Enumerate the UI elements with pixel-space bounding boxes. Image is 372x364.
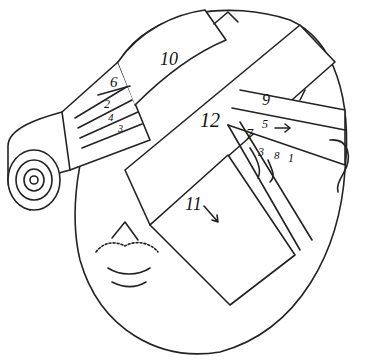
callout-number: 3 (118, 124, 123, 134)
callout-number: 11 (185, 195, 202, 213)
callout-number: 2 (104, 98, 110, 110)
callout-number: 6 (110, 75, 118, 90)
callout-number: 12 (200, 110, 220, 130)
callout-number: 4 (108, 112, 114, 123)
callout-number: 1 (288, 152, 294, 164)
callout-number: 9 (262, 92, 270, 108)
callout-number: 3 (258, 146, 264, 158)
callout-number: 7 (246, 128, 253, 142)
callout-number: 10 (160, 50, 178, 68)
callout-number: 5 (262, 118, 268, 130)
callout-number: 8 (274, 150, 280, 161)
